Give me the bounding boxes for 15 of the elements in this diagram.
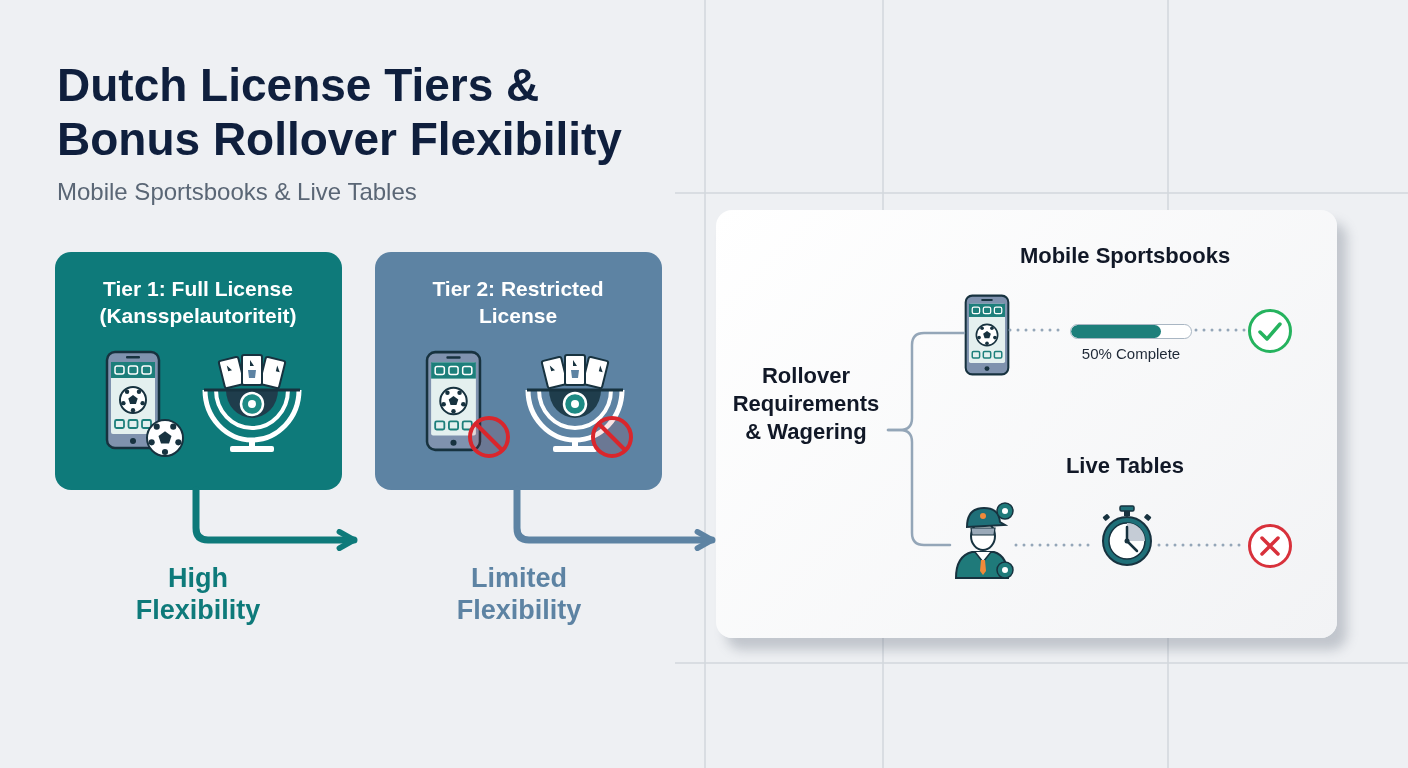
section-heading: Live Tables bbox=[1064, 452, 1186, 480]
title: Dutch License Tiers & Bonus Rollover Flexibility bbox=[57, 58, 623, 166]
rollover-heading: Rollover Requirements & Wagering bbox=[731, 362, 881, 446]
license-tier-card bbox=[375, 252, 662, 490]
phone-icon bbox=[964, 294, 1010, 376]
cross-circle-icon bbox=[1247, 523, 1293, 569]
tier-heading: Tier 2: Restricted License bbox=[431, 276, 605, 329]
tier-heading: Tier 1: Full License (Kansspelautoriteit) bbox=[98, 276, 298, 329]
license-tier-card bbox=[55, 252, 342, 490]
check-circle-icon bbox=[1247, 308, 1293, 354]
subtitle: Mobile Sportsbooks & Live Tables bbox=[57, 177, 417, 207]
section-heading: Mobile Sportsbooks bbox=[1018, 242, 1232, 270]
info-panel bbox=[716, 210, 1337, 638]
bracket-line bbox=[886, 428, 952, 547]
progress-label: 50% Complete bbox=[1081, 344, 1181, 364]
